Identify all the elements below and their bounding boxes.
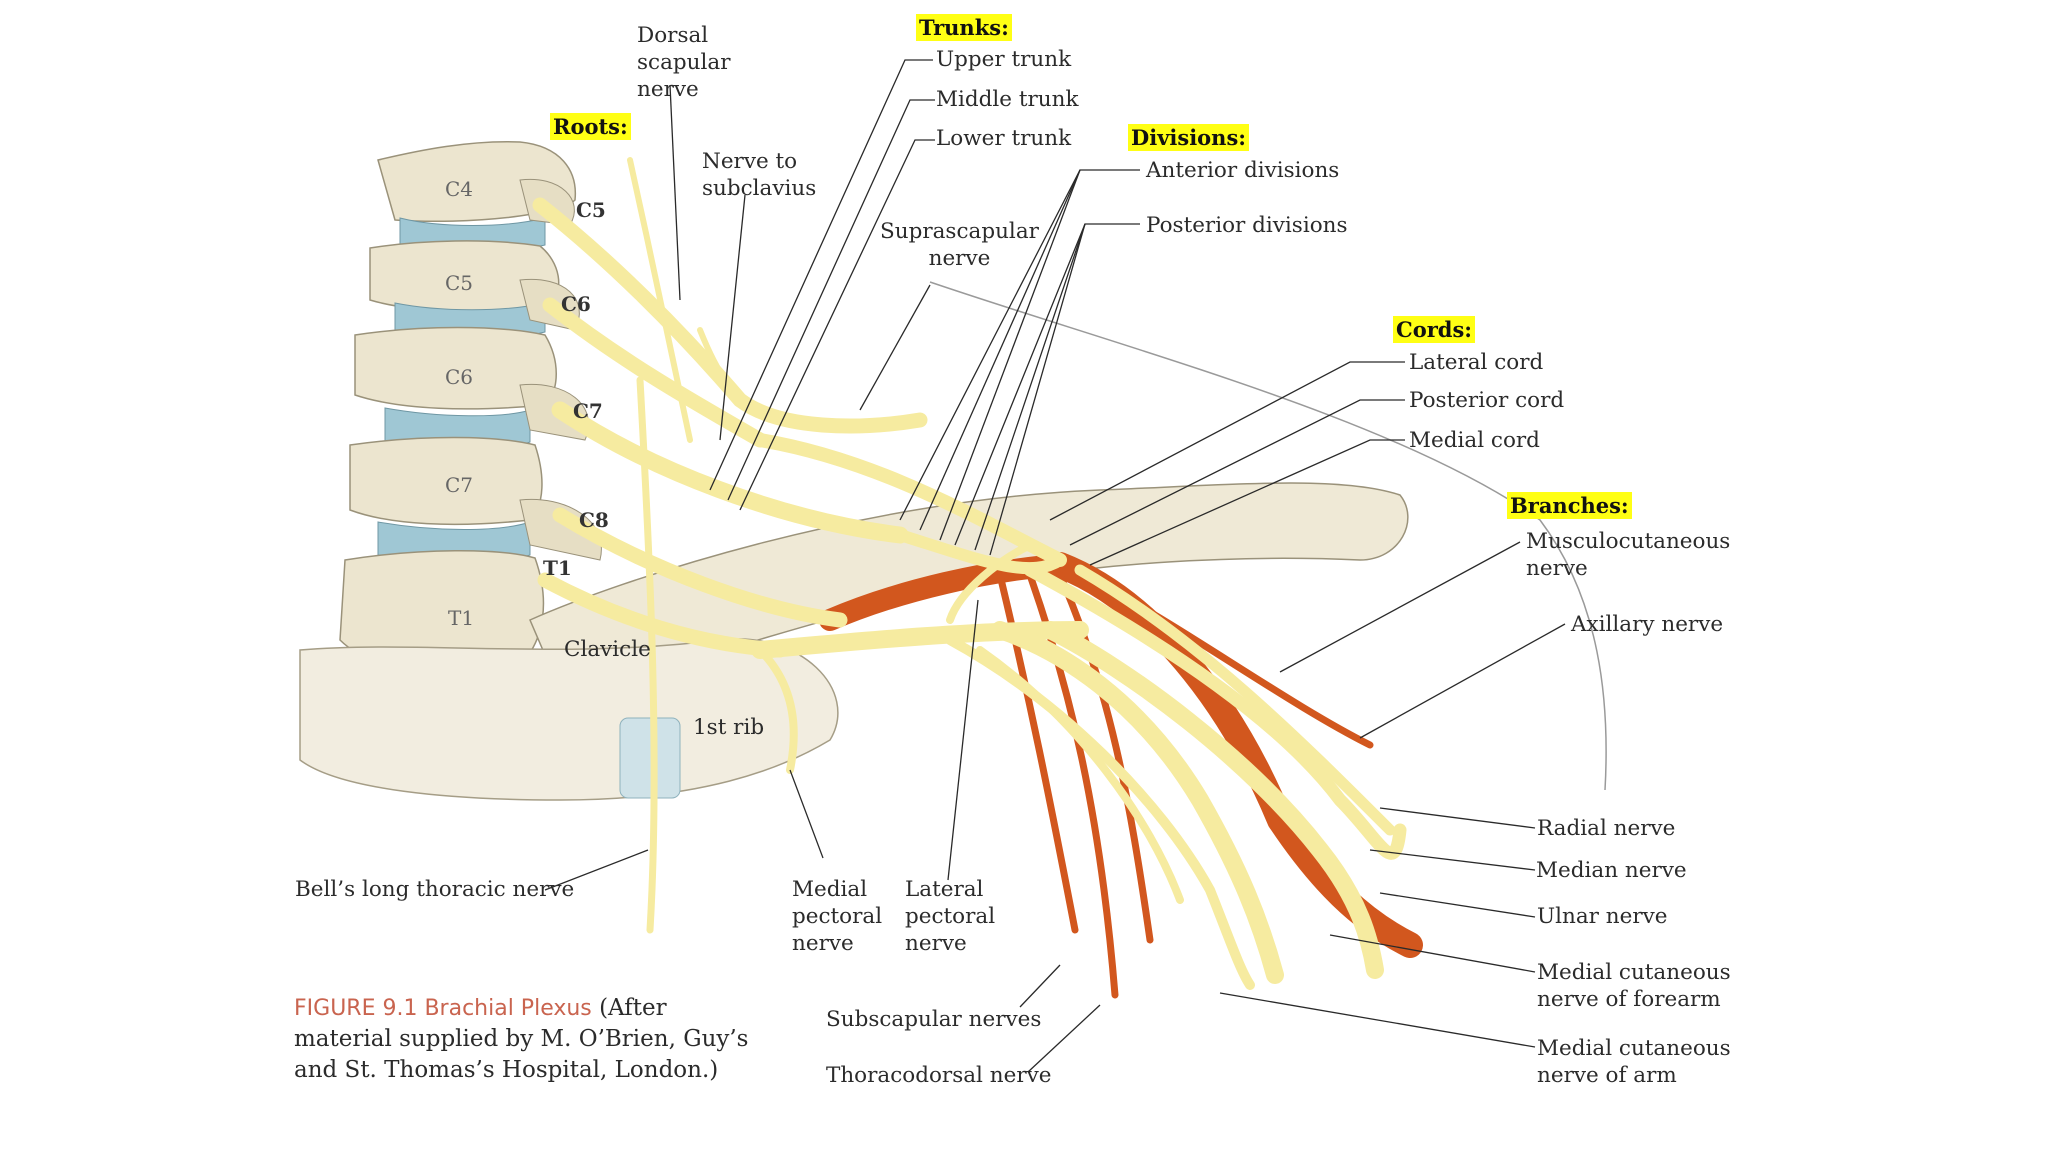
root-label-t1: T1 — [543, 556, 572, 580]
label-lateral-pectoral-nerve: Lateral pectoral nerve — [905, 877, 996, 956]
label-median-nerve: Median nerve — [1536, 858, 1687, 883]
vertebra-label-c5: C5 — [445, 271, 474, 295]
label-posterior-cord: Posterior cord — [1409, 388, 1565, 413]
root-label-c5: C5 — [576, 198, 606, 222]
label-upper-trunk: Upper trunk — [936, 47, 1072, 72]
heading-cords: Cords: — [1393, 316, 1476, 343]
axillary-boundary-line — [929, 281, 1607, 791]
label-middle-trunk: Middle trunk — [936, 87, 1079, 112]
label-ulnar-nerve: Ulnar nerve — [1537, 904, 1668, 929]
figure-caption: FIGURE 9.1 Brachial Plexus (After materi… — [294, 993, 754, 1086]
label-dorsal-scapular-nerve: Dorsal scapular nerve — [637, 23, 731, 102]
label-suprascapular-nerve: Suprascapular nerve — [880, 219, 1039, 271]
first-rib-bone — [299, 638, 839, 801]
label-clavicle: Clavicle — [564, 637, 651, 662]
heading-divisions: Divisions: — [1128, 124, 1250, 151]
root-label-c6: C6 — [561, 292, 591, 316]
label-anterior-divisions: Anterior divisions — [1146, 158, 1340, 183]
label-nerve-to-subclavius: Nerve to subclavius — [702, 149, 817, 201]
label-axillary-nerve: Axillary nerve — [1571, 612, 1724, 637]
label-medial-cutaneous-nerve-of-forearm: Medial cutaneous nerve of forearm — [1537, 960, 1731, 1012]
figure-caption-title: FIGURE 9.1 Brachial Plexus — [294, 996, 592, 1021]
root-label-c8: C8 — [579, 508, 609, 532]
label-medial-pectoral-nerve: Medial pectoral nerve — [792, 877, 883, 956]
figure-caption-text: (After material supplied by M. O’Brien, … — [294, 995, 749, 1083]
label-lateral-cord: Lateral cord — [1409, 350, 1544, 375]
vertebra-label-c6: C6 — [445, 365, 474, 389]
heading-branches: Branches: — [1507, 492, 1632, 519]
heading-roots: Roots: — [550, 113, 631, 140]
leader-lines — [544, 59, 1566, 1073]
label-posterior-divisions: Posterior divisions — [1146, 213, 1348, 238]
root-label-c7: C7 — [573, 399, 603, 423]
label-thoracodorsal-nerve: Thoracodorsal nerve — [826, 1063, 1052, 1088]
vertebra-label-c7: C7 — [445, 473, 474, 497]
label-lower-trunk: Lower trunk — [936, 126, 1072, 151]
label-musculocutaneous-nerve: Musculocutaneous nerve — [1526, 529, 1731, 581]
plexus-yellow-nerves — [532, 157, 1407, 990]
vertebral-column — [339, 140, 602, 673]
label-first-rib: 1st rib — [693, 715, 765, 740]
label-medial-cord: Medial cord — [1409, 428, 1540, 453]
label-subscapular-nerves: Subscapular nerves — [826, 1007, 1042, 1032]
label-radial-nerve: Radial nerve — [1537, 816, 1676, 841]
label-bells-long-thoracic-nerve: Bell’s long thoracic nerve — [295, 877, 575, 902]
label-medial-cutaneous-nerve-of-arm: Medial cutaneous nerve of arm — [1537, 1036, 1731, 1088]
heading-trunks: Trunks: — [916, 14, 1012, 41]
vertebra-label-t1: T1 — [448, 606, 475, 630]
vertebra-label-c4: C4 — [445, 177, 474, 201]
